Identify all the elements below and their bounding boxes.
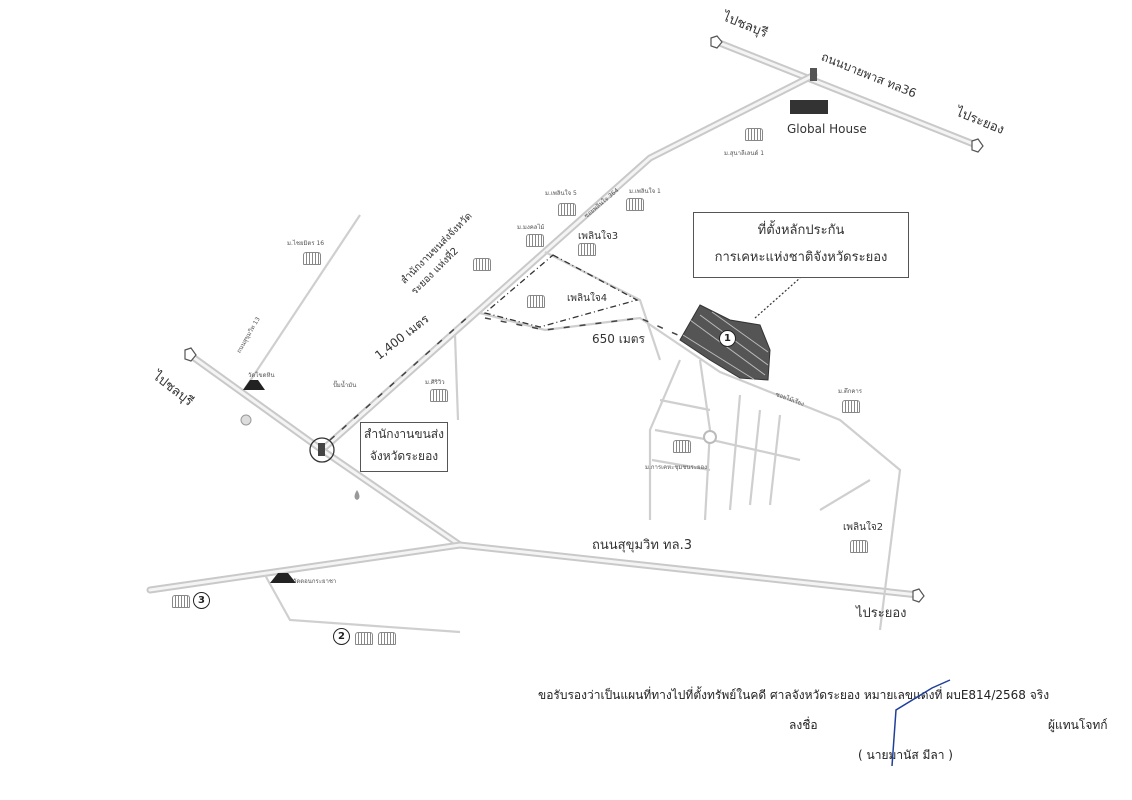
house-icon <box>303 252 321 265</box>
house-icon <box>842 400 860 413</box>
property-box-line1: ที่ตั้งหลักประกัน <box>757 223 845 238</box>
dlt-marker-circle <box>309 437 335 463</box>
marker-3: 3 <box>193 592 210 609</box>
certification-text: ขอรับรองว่าเป็นแผนที่ทางไปที่ตั้งทรัพย์ใ… <box>538 688 1050 702</box>
label-chaiyamit: ม.ไชยมิตร 16 <box>287 240 325 247</box>
house-icon <box>626 198 644 211</box>
house-icon <box>673 440 691 453</box>
role-label: ผู้แทนโจทก์ <box>1048 718 1108 732</box>
house-icon <box>578 243 596 256</box>
house-icon <box>527 295 545 308</box>
label-ploenjai1: ม.เพลินใจ 1 <box>629 188 661 195</box>
label-ploenjai4: เพลินใจ4 <box>567 293 608 304</box>
ploenjai4-boundary <box>483 254 639 328</box>
house-icon <box>745 128 763 141</box>
label-napa: ม.สุนาลีเลนด์ 1 <box>724 150 765 157</box>
pointer-line <box>754 277 801 319</box>
gas-station-icon <box>354 490 360 500</box>
house-icon <box>172 595 190 608</box>
house-icon <box>558 203 576 216</box>
property-box-line2: การเคหะแห่งชาติจังหวัดระยอง <box>714 250 888 265</box>
road-end-arrow <box>912 588 925 603</box>
sukhumvit-road <box>146 541 922 599</box>
label-thungkhao: ม.ตึกคาร <box>838 388 862 395</box>
temple-icon <box>270 573 296 583</box>
label-sukhumvit: ถนนสุขุมวิท ทล.3 <box>592 538 692 553</box>
label-ploenjai5: ม.เพลินใจ 5 <box>545 190 577 197</box>
label-housing: ม.การเคหะชุมชนระยอง <box>645 464 708 471</box>
property-location-box: ที่ตั้งหลักประกัน การเคหะแห่งชาติจังหวัด… <box>693 212 909 278</box>
main-road <box>318 71 818 454</box>
road-end-arrow <box>971 138 984 153</box>
label-distance-soi: 650 เมตร <box>592 332 645 346</box>
house-icon <box>526 234 544 247</box>
label-to-rayong-bottom: ไประยอง <box>856 606 907 621</box>
dlt-office-box: สำนักงานขนส่ง จังหวัดระยอง <box>360 422 448 472</box>
house-icon <box>378 632 396 645</box>
house-icon <box>355 632 373 645</box>
temple-icon <box>243 380 265 390</box>
label-siriwan: ม.ศิริวิว <box>425 379 445 386</box>
label-mongkol: ม.มงคลไม้ <box>517 224 545 231</box>
label-ploenjai3: เพลินใจ3 <box>578 231 619 242</box>
label-ploenjai2: เพลินใจ2 <box>843 522 884 533</box>
bypass-road <box>713 38 980 149</box>
road-end-arrow <box>710 35 723 49</box>
dlt-office-line1: สำนักงานขนส่ง <box>364 427 444 441</box>
label-global-house: Global House <box>787 122 867 136</box>
marker-1: 1 <box>719 330 736 347</box>
marker-2: 2 <box>333 628 350 645</box>
house-icon <box>430 389 448 402</box>
label-temple: วัดโขดหิน <box>248 372 275 379</box>
road-end-arrow <box>184 347 197 362</box>
dlt-office-line2: จังหวัดระยอง <box>369 449 439 463</box>
house-icon <box>850 540 868 553</box>
global-house-icon <box>790 100 828 114</box>
signer-name: ( นายมานัส มีลา ) <box>858 748 953 762</box>
label-gas-station: ปั๊มน้ำมัน <box>333 382 357 389</box>
label-school: วัดดอนกระยาชา <box>293 578 337 585</box>
pond-icon <box>240 414 252 426</box>
house-icon <box>473 258 491 271</box>
sign-label: ลงชื่อ <box>789 718 818 732</box>
